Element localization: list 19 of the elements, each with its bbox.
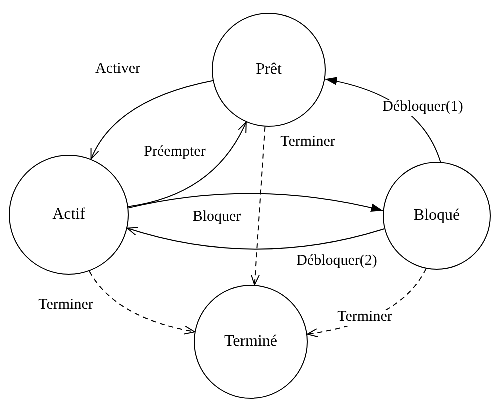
arrow — [128, 122, 247, 208]
edge-label: Débloquer(2) — [296, 254, 378, 270]
edge-label: Débloquer(1) — [382, 100, 464, 116]
arrow — [126, 226, 386, 250]
edge-label: Préempter — [143, 145, 207, 161]
arrow — [90, 80, 214, 160]
dashed-arrow — [250, 126, 266, 286]
state-circle — [212, 13, 326, 127]
state-name: Terminé — [224, 333, 278, 351]
state-circle — [383, 162, 491, 270]
state-circle — [194, 285, 308, 399]
dashed-arrow — [89, 270, 196, 335]
state-name: Actif — [52, 206, 86, 224]
arrow — [128, 193, 384, 212]
state-circle — [9, 155, 129, 275]
edge-label: Bloquer — [192, 210, 242, 226]
state-name: Bloqué — [414, 207, 460, 225]
state-name: Prêt — [256, 61, 282, 79]
edge-label: Terminer — [336, 310, 394, 326]
